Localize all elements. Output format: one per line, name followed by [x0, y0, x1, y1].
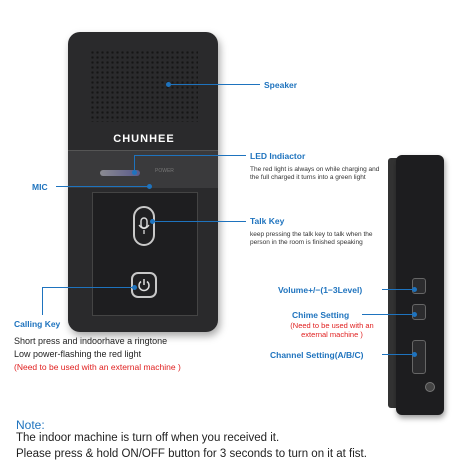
channel-pointer-line [382, 354, 414, 355]
calling-description-1: Short press and indoorhave a ringtone [14, 336, 168, 346]
led-description: The red light is always on while chargin… [250, 166, 380, 181]
led-pointer-line-v [134, 155, 135, 171]
volume-pointer-line [382, 289, 414, 290]
talk-key-label: Talk Key [250, 216, 285, 226]
talk-pointer-line [154, 221, 246, 222]
channel-label: Channel Setting(A/B/C) [270, 350, 364, 360]
brand-logo: CHUNHEE [113, 133, 175, 145]
talk-key-button[interactable] [133, 206, 155, 246]
calling-key-label: Calling Key [14, 319, 61, 329]
calling-pointer-line-h [42, 287, 134, 288]
chime-note: (Need to be used with an external machin… [290, 321, 374, 339]
power-icon [138, 279, 150, 292]
mic-pointer-dot [147, 184, 152, 189]
talk-key-description: keep pressing the talk key to talk when … [250, 231, 373, 246]
speaker-pointer-line [170, 84, 260, 85]
volume-label: Volume+/−(1−3Level) [278, 285, 363, 295]
calling-pointer-dot [132, 285, 137, 290]
mic-pointer-line [56, 186, 150, 187]
led-pointer-dot [132, 170, 137, 175]
channel-switch[interactable] [412, 340, 426, 374]
led-label: LED Indiactor [250, 151, 306, 161]
power-label: POWER [155, 168, 174, 174]
led-indicator [100, 170, 140, 176]
speaker-pointer-dot [166, 82, 171, 87]
talk-pointer-dot [150, 219, 155, 224]
speaker-label: Speaker [264, 80, 298, 90]
chime-pointer-dot [412, 312, 417, 317]
calling-description-3: (Need to be used with an external machin… [14, 362, 181, 372]
indicator-band [68, 150, 218, 188]
note-line-2: Please press & hold ON/OFF button for 3 … [16, 448, 367, 460]
note-line-1: The indoor machine is turn off when you … [16, 432, 280, 444]
led-pointer-line-h [134, 155, 246, 156]
mic-label: MIC [32, 182, 48, 192]
calling-pointer-line-v [42, 287, 43, 315]
chime-label: Chime Setting [292, 310, 350, 320]
calling-description-2: Low power-flashing the red light [14, 349, 142, 359]
microphone-icon [138, 217, 150, 234]
volume-pointer-dot [412, 287, 417, 292]
speaker-grille [90, 50, 198, 122]
chime-pointer-line [362, 314, 414, 315]
channel-pointer-dot [412, 352, 417, 357]
charging-port [425, 382, 435, 392]
note-title: Note: [16, 418, 45, 432]
